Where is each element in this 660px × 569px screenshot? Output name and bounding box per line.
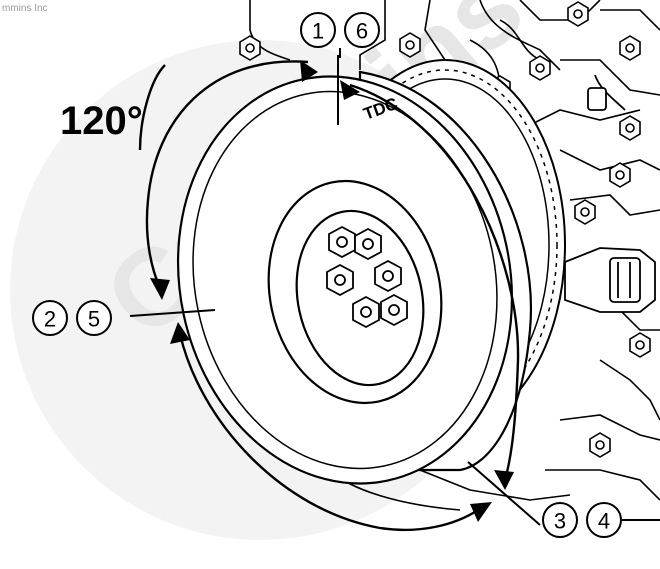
arrowhead-top: [300, 60, 318, 82]
arrowhead-left-down: [150, 278, 170, 300]
watermark-copyright: mmins Inc: [2, 3, 48, 14]
arrowhead-right-down: [494, 470, 514, 490]
damper-pulley: [176, 70, 533, 485]
callout-circle-3: [542, 502, 578, 538]
arc-2-to-3: [178, 333, 479, 532]
center-bolts: [326, 225, 408, 329]
rotation-arrowheads: [150, 60, 514, 522]
callout-label-3: 3: [554, 509, 566, 534]
callout-bottom: 3 4: [542, 502, 622, 538]
callout-circle-5: [76, 300, 112, 336]
callout-label-5: 5: [88, 307, 100, 332]
callout-top: 1 6: [300, 12, 380, 48]
crank-sensor-connector: [564, 74, 656, 313]
callout-mid: 2 5: [32, 300, 112, 336]
rotation-arcs: [138, 60, 520, 532]
angle-label: 120°: [60, 99, 143, 143]
callout-label-1: 1: [312, 19, 324, 44]
arc-start-left: [138, 64, 166, 151]
arc-1-to-2: [145, 60, 309, 289]
callout-circle-6: [344, 12, 380, 48]
callout-label-2: 2: [44, 307, 56, 332]
callout-label-6: 6: [356, 19, 368, 44]
arrowhead-top-right: [340, 80, 360, 100]
arrowhead-left-up: [170, 322, 190, 344]
callout-circle-4: [586, 502, 622, 538]
callout-circle-1: [300, 12, 336, 48]
callout-leaders: [129, 48, 660, 526]
callout-label-4: 4: [598, 509, 610, 534]
callout-circle-2: [32, 300, 68, 336]
arrowhead-bottom: [470, 502, 492, 522]
arc-1-to-3-right: [349, 83, 520, 481]
engine-bolts: [239, 1, 651, 458]
